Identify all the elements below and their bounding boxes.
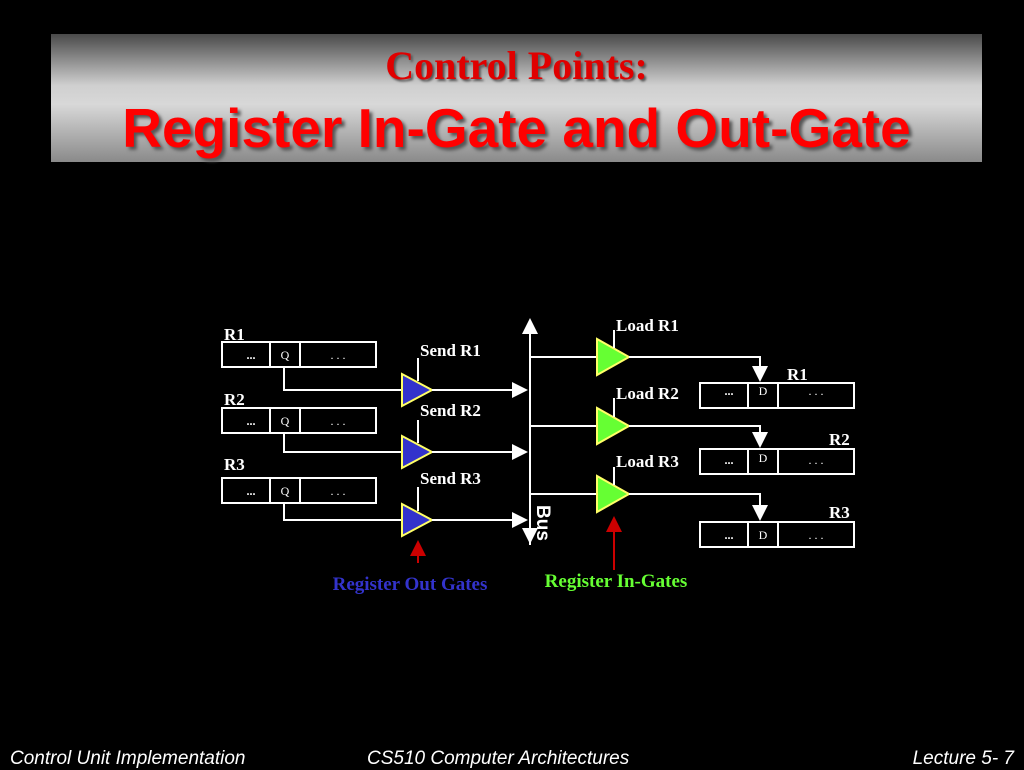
load-r3-label: Load R3 bbox=[616, 452, 679, 471]
src-r3-label: R3 bbox=[224, 455, 245, 474]
src-r2-cell-2: . . . bbox=[331, 414, 346, 428]
title-banner: Control Points: Register In-Gate and Out… bbox=[51, 34, 982, 162]
out-gate-r2 bbox=[401, 434, 435, 470]
in-gates-caption: Register In-Gates bbox=[545, 571, 688, 592]
dst-r2-cell-1: D bbox=[759, 451, 768, 465]
source-register-r1: ... Q . . . bbox=[221, 341, 377, 368]
src-r3-cell-0: ... bbox=[247, 484, 256, 498]
load-r2-label: Load R2 bbox=[616, 384, 679, 403]
dst-r1-cell-0: ... bbox=[725, 384, 734, 398]
src-r2-cell-0: ... bbox=[247, 414, 256, 428]
src-r3-cell-2: . . . bbox=[331, 484, 346, 498]
dst-r1-cell-1: D bbox=[759, 384, 768, 398]
in-gate-r3-wire bbox=[629, 493, 768, 521]
dst-r3-cell-0: ... bbox=[725, 528, 734, 542]
send-r3-label: Send R3 bbox=[420, 469, 481, 488]
src-r1-cell-2: . . . bbox=[331, 348, 346, 362]
dst-r3-cell-2: . . . bbox=[809, 528, 824, 542]
dest-register-r2: ... D . . . bbox=[699, 448, 855, 475]
send-r2-label: Send R2 bbox=[420, 401, 481, 420]
out-gate-r1 bbox=[401, 372, 435, 408]
dst-r2-cell-2: . . . bbox=[809, 453, 824, 467]
dst-r2-label: R2 bbox=[829, 430, 850, 449]
dst-r1-label: R1 bbox=[787, 365, 808, 384]
out-gate-r3 bbox=[401, 502, 435, 538]
dst-r3-cell-1: D bbox=[759, 528, 768, 542]
load-r1-label: Load R1 bbox=[616, 316, 679, 335]
footer-center: CS510 Computer Architectures bbox=[367, 748, 630, 769]
source-register-r3: ... Q . . . bbox=[221, 477, 377, 504]
src-r1-cell-1: Q bbox=[281, 348, 290, 362]
src-r2-cell-1: Q bbox=[281, 414, 290, 428]
src-r1-cell-0: ... bbox=[247, 348, 256, 362]
dst-r1-cell-2: . . . bbox=[809, 384, 824, 398]
dest-register-r3: ... D . . . bbox=[699, 521, 855, 548]
out-gates-caption: Register Out Gates bbox=[333, 574, 488, 595]
dest-register-r1: ... D . . . bbox=[699, 382, 855, 409]
wire-r2-out bbox=[283, 433, 402, 453]
title-line2: Register In-Gate and Out-Gate bbox=[122, 97, 911, 159]
src-r3-cell-1: Q bbox=[281, 484, 290, 498]
send-r1-label: Send R1 bbox=[420, 341, 481, 360]
wire-r3-out bbox=[283, 503, 402, 521]
dst-r3-label: R3 bbox=[829, 503, 850, 522]
footer-left: Control Unit Implementation bbox=[10, 748, 246, 769]
source-register-r2: ... Q . . . bbox=[221, 407, 377, 434]
in-gate-r1-wire bbox=[629, 356, 768, 382]
wire-r1-out bbox=[283, 367, 402, 391]
src-r1-label: R1 bbox=[224, 325, 245, 344]
title-line1: Control Points: bbox=[385, 43, 648, 88]
bus-label: Bus bbox=[532, 505, 553, 541]
footer-right: Lecture 5- 7 bbox=[912, 748, 1014, 769]
in-gate-r2-wire bbox=[629, 425, 768, 448]
dst-r2-cell-0: ... bbox=[725, 453, 734, 467]
src-r2-label: R2 bbox=[224, 390, 245, 409]
